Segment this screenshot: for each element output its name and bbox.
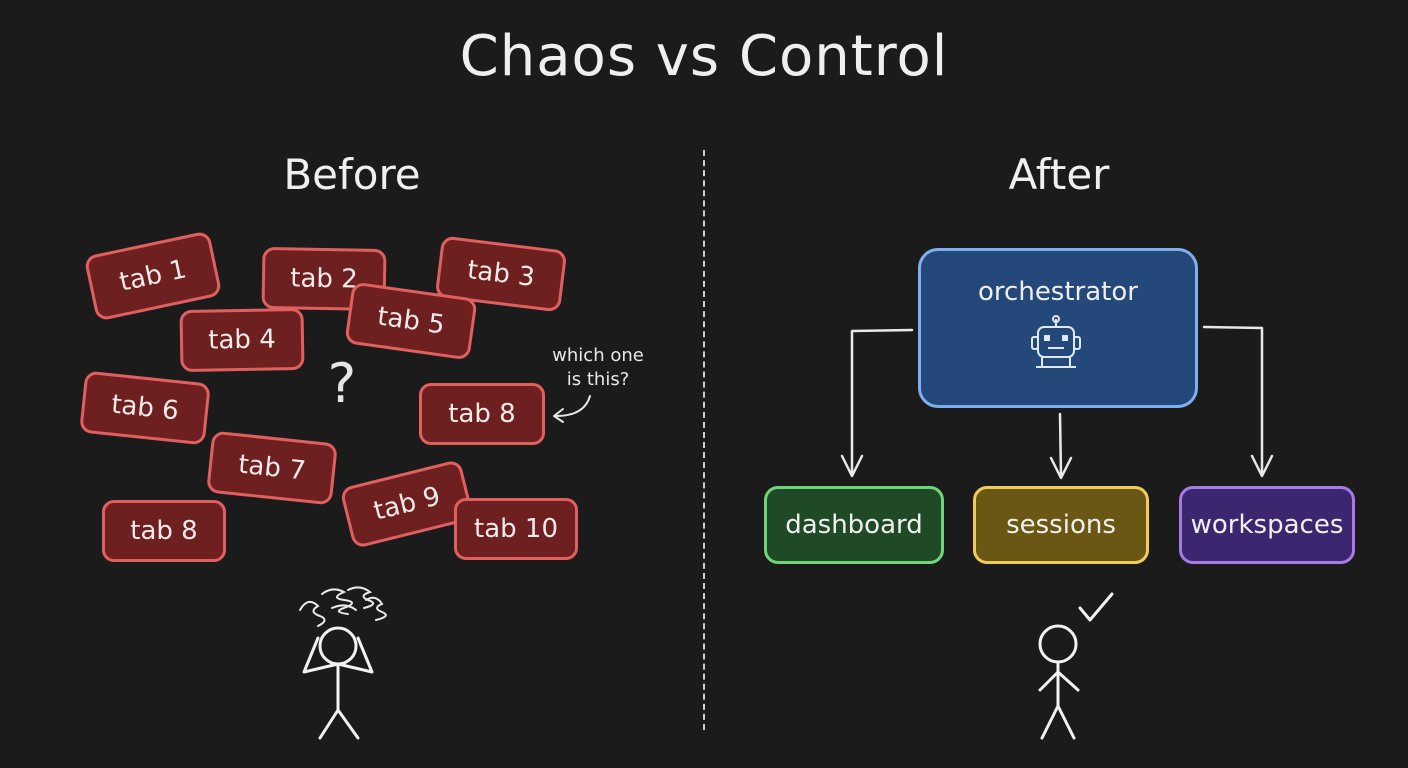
robot-icon — [1031, 315, 1081, 368]
tab-8-upper: tab 8 — [419, 383, 545, 445]
sessions-node: sessions — [973, 486, 1149, 564]
arrow-to-sessions — [1049, 412, 1073, 480]
after-heading: After — [1008, 150, 1110, 199]
dashboard-node: dashboard — [764, 486, 944, 564]
tab-10: tab 10 — [454, 498, 578, 560]
arrow-to-workspaces — [1202, 325, 1274, 478]
tab-8-lower: tab 8 — [102, 500, 226, 562]
section-divider — [703, 150, 705, 730]
workspaces-node: workspaces — [1179, 486, 1355, 564]
tab-1: tab 1 — [83, 230, 223, 322]
page-title: Chaos vs Control — [459, 24, 949, 89]
arrow-to-dashboard — [840, 328, 914, 478]
annotation-which-one: which one is this? — [540, 344, 656, 392]
stressed-stick-figure — [299, 586, 387, 740]
annotation-line-2: is this? — [566, 369, 630, 390]
orchestrator-node: orchestrator — [918, 248, 1198, 408]
tab-4: tab 4 — [179, 307, 305, 373]
annotation-line-1: which one — [552, 345, 644, 366]
tab-6: tab 6 — [79, 370, 211, 446]
orchestrator-label: orchestrator — [978, 277, 1138, 307]
before-heading: Before — [283, 150, 421, 199]
question-mark-icon: ? — [327, 352, 357, 415]
tab-7: tab 7 — [206, 430, 338, 506]
checkmark-icon — [1078, 592, 1114, 622]
calm-stick-figure — [1038, 592, 1114, 740]
